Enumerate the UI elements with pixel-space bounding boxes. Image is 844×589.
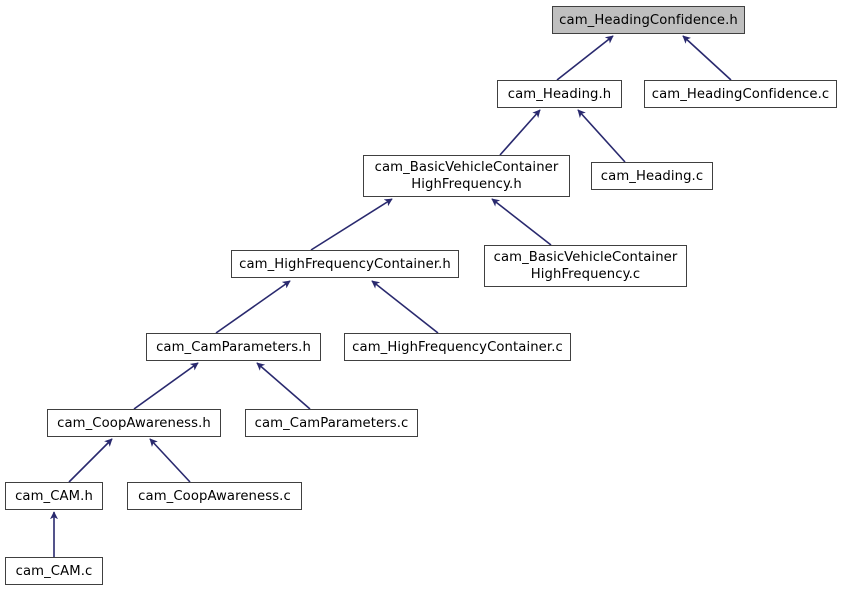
- graph-node-hfc_c[interactable]: cam_HighFrequencyContainer.c: [344, 333, 571, 361]
- graph-edge-headingconfidence_c-to-headingconfidence_h: [682, 35, 732, 81]
- graph-edge-cam_h-to-coopawareness_h: [68, 438, 113, 483]
- graph-edge-heading_h-to-headingconfidence_h: [556, 35, 614, 81]
- graph-node-coopawareness_c[interactable]: cam_CoopAwareness.c: [127, 482, 302, 510]
- graph-node-label: cam_CAM.c: [15, 563, 93, 579]
- graph-edge-bvchf_c-to-bvchf_h: [491, 198, 552, 246]
- graph-edge-bvchf_h-to-heading_h: [499, 109, 541, 156]
- graph-node-label: cam_Heading.h: [507, 86, 612, 102]
- graph-node-label: cam_CamParameters.h: [156, 339, 311, 355]
- graph-node-headingconfidence_c[interactable]: cam_HeadingConfidence.c: [644, 80, 837, 108]
- graph-edge-coopawareness_h-to-camparameters_h: [133, 362, 199, 410]
- graph-edge-heading_c-to-heading_h: [577, 109, 626, 163]
- graph-node-label: cam_BasicVehicleContainer HighFrequency.…: [374, 160, 559, 192]
- graph-node-bvchf_h[interactable]: cam_BasicVehicleContainer HighFrequency.…: [363, 155, 570, 197]
- graph-edge-camparameters_c-to-camparameters_h: [256, 362, 311, 410]
- graph-edge-camparameters_h-to-hfc_h: [215, 280, 291, 334]
- graph-node-cam_h[interactable]: cam_CAM.h: [5, 482, 103, 510]
- graph-edge-hfc_h-to-bvchf_h: [310, 198, 393, 251]
- graph-node-headingconfidence_h[interactable]: cam_HeadingConfidence.h: [552, 6, 745, 34]
- graph-node-hfc_h[interactable]: cam_HighFrequencyContainer.h: [231, 250, 459, 278]
- graph-node-camparameters_h[interactable]: cam_CamParameters.h: [146, 333, 321, 361]
- graph-node-label: cam_CoopAwareness.c: [138, 488, 291, 504]
- graph-node-cam_c[interactable]: cam_CAM.c: [5, 557, 103, 585]
- graph-node-label: cam_CoopAwareness.h: [57, 415, 211, 431]
- graph-node-label: cam_CAM.h: [15, 488, 93, 504]
- graph-node-label: cam_BasicVehicleContainer HighFrequency.…: [493, 250, 678, 282]
- graph-node-camparameters_c[interactable]: cam_CamParameters.c: [245, 409, 418, 437]
- graph-node-label: cam_HighFrequencyContainer.h: [239, 256, 451, 272]
- graph-node-coopawareness_h[interactable]: cam_CoopAwareness.h: [47, 409, 221, 437]
- graph-node-bvchf_c[interactable]: cam_BasicVehicleContainer HighFrequency.…: [484, 245, 687, 287]
- graph-node-heading_c[interactable]: cam_Heading.c: [591, 162, 713, 190]
- graph-node-label: cam_HighFrequencyContainer.c: [352, 339, 563, 355]
- graph-edge-coopawareness_c-to-coopawareness_h: [149, 438, 191, 483]
- graph-node-label: cam_CamParameters.c: [254, 415, 409, 431]
- graph-node-label: cam_Heading.c: [600, 168, 704, 184]
- graph-node-heading_h[interactable]: cam_Heading.h: [497, 80, 622, 108]
- graph-node-label: cam_HeadingConfidence.h: [559, 12, 738, 28]
- graph-node-label: cam_HeadingConfidence.c: [651, 86, 830, 102]
- graph-edge-hfc_c-to-hfc_h: [371, 280, 439, 334]
- edges-group: [50, 35, 732, 557]
